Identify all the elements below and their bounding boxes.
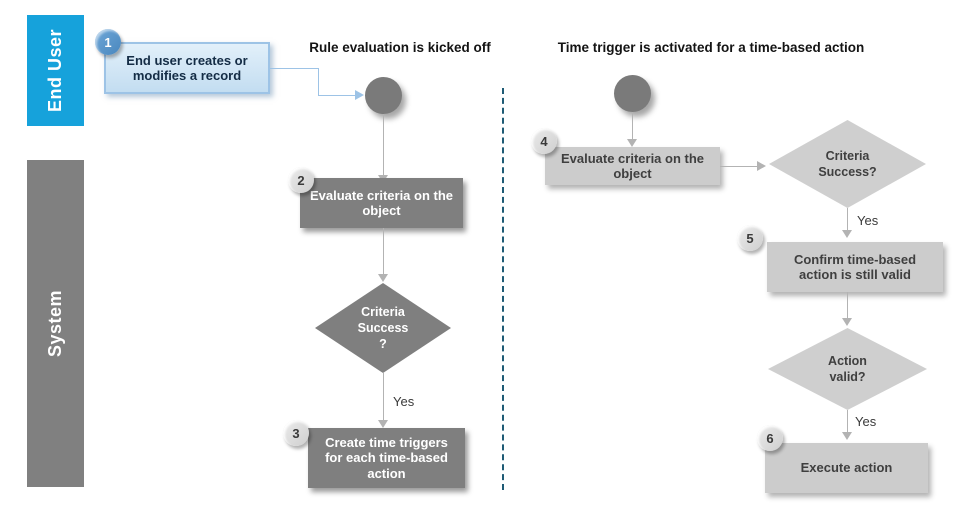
lane-system: System [27, 160, 84, 487]
step6-execute-action-box: Execute action [765, 443, 928, 493]
arrow-right-1-head-icon [627, 139, 637, 147]
step3-label: Create time triggers for each time-based… [325, 434, 448, 481]
arrow-left-2-line [383, 228, 384, 275]
connector-step1-elbow-v [318, 68, 319, 96]
step5-number: 5 [746, 230, 754, 246]
arrow-right-5-line [847, 410, 848, 433]
arrow-left-3-head-icon [378, 420, 388, 428]
step6-number: 6 [766, 430, 774, 446]
step5-number-badge: 5 [737, 225, 763, 251]
right-decision1-line2: Success? [818, 165, 877, 179]
step2-label: Evaluate criteria on the object [309, 187, 454, 219]
step2-number: 2 [297, 172, 305, 188]
right-decision1-line1: Criteria [825, 149, 870, 163]
step4-label: Evaluate criteria on the object [560, 150, 705, 182]
arrow-left-3-line [383, 373, 384, 421]
step3-number-badge: 3 [283, 420, 309, 446]
right-decision2-line1: Action [828, 354, 867, 368]
step4-number-badge: 4 [531, 128, 557, 154]
step1-label: End user creates or modifies a record [126, 52, 248, 84]
right-flow-title: Time trigger is activated for a time-bas… [557, 40, 865, 55]
arrow-right-4-head-icon [842, 318, 852, 326]
connector-step1-arrowhead-icon [355, 90, 364, 100]
step6-label: Execute action [800, 460, 893, 476]
step4-evaluate-criteria-box: Evaluate criteria on the object [545, 147, 720, 185]
connector-step1-elbow-h1 [270, 68, 319, 69]
step4-number: 4 [540, 133, 548, 149]
right-start-node [614, 75, 651, 112]
connector-step1-elbow-h2 [318, 95, 356, 96]
left-decision-line2: Success [357, 321, 409, 335]
step3-number: 3 [292, 425, 300, 441]
arrow-right-2-line [720, 166, 758, 167]
left-flow-title: Rule evaluation is kicked off [309, 40, 491, 55]
arrow-right-5-head-icon [842, 432, 852, 440]
flow-separator-line [502, 88, 504, 490]
right-decision2-line2: valid? [829, 370, 866, 384]
step2-number-badge: 2 [288, 167, 314, 193]
arrow-right-2-head-icon [757, 161, 766, 171]
arrow-right-4-line [847, 292, 848, 319]
step1-number: 1 [104, 34, 112, 50]
step3-create-time-triggers-box: Create time triggers for each time-based… [308, 428, 465, 488]
arrow-right-1-line [632, 112, 633, 140]
step5-label: Confirm time-based action is still valid [793, 251, 917, 283]
step1-number-badge: 1 [95, 29, 121, 55]
left-decision-line1: Criteria [361, 305, 405, 319]
arrow-right-3-head-icon [842, 230, 852, 238]
lane-system-label: System [45, 289, 65, 358]
right-yes1-label: Yes [857, 213, 879, 228]
step1-end-user-creates-box: End user creates or modifies a record [104, 42, 270, 94]
left-yes-label: Yes [393, 394, 415, 409]
left-start-node [365, 77, 402, 114]
left-decision-line3: ? [379, 337, 387, 351]
lane-end-user-label: End User [45, 28, 65, 113]
left-decision-criteria-success: Criteria Success ? [315, 283, 451, 373]
step2-evaluate-criteria-box: Evaluate criteria on the object [300, 178, 463, 228]
arrow-left-1-line [383, 114, 384, 176]
right-decision-action-valid: Action valid? [768, 328, 927, 410]
step5-confirm-action-box: Confirm time-based action is still valid [767, 242, 943, 292]
right-decision-criteria-success: Criteria Success? [769, 120, 926, 208]
arrow-left-2-head-icon [378, 274, 388, 282]
right-yes2-label: Yes [855, 414, 877, 429]
arrow-right-3-line [847, 208, 848, 231]
lane-end-user: End User [27, 15, 84, 126]
step6-number-badge: 6 [757, 425, 783, 451]
